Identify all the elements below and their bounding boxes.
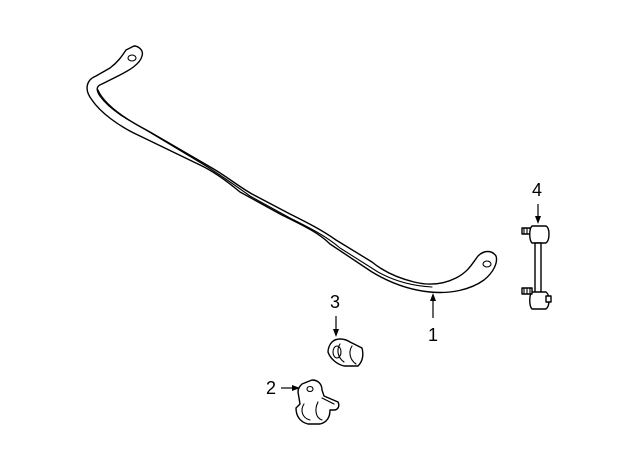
callout-label: 4 <box>532 180 542 200</box>
callout-label: 1 <box>428 325 438 345</box>
arrow-right-icon <box>292 385 300 391</box>
bushing-bracket <box>295 379 340 425</box>
callout-2: 2 <box>266 378 300 398</box>
arrow-down-icon <box>535 216 541 224</box>
bar-eyelet-right <box>482 260 492 268</box>
stabilizer-bar <box>86 45 498 294</box>
arrow-up-icon <box>430 293 436 301</box>
callout-3: 3 <box>330 292 340 337</box>
bar-eyelet-left <box>127 54 137 62</box>
stabilizer-link <box>521 225 552 310</box>
callout-label: 2 <box>266 378 276 398</box>
callout-1: 1 <box>428 293 438 345</box>
stabilizer-bushing <box>327 338 364 367</box>
callout-4: 4 <box>532 180 542 224</box>
arrow-down-icon <box>333 329 339 337</box>
callout-label: 3 <box>330 292 340 312</box>
